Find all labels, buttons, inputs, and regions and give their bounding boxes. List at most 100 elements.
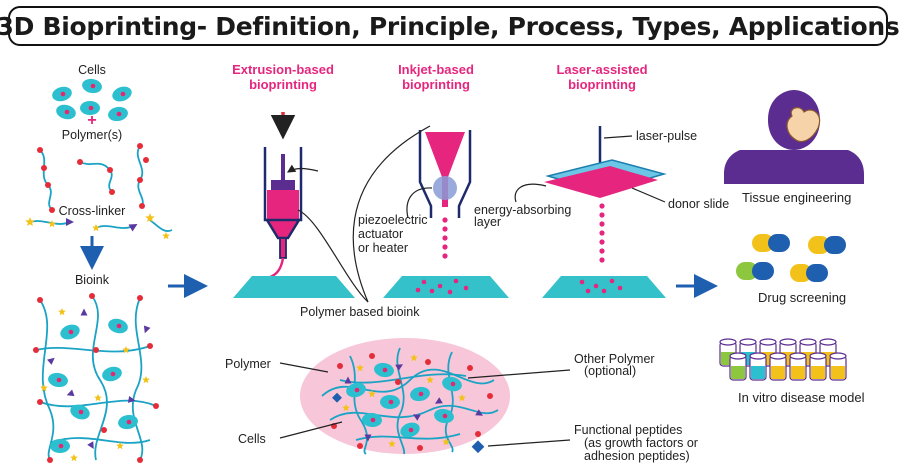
plus-sign: +: [87, 112, 96, 129]
inkjet-printer: piezoelectric actuator or heater: [358, 130, 509, 298]
inkjet-title: Inkjet-based: [398, 62, 474, 77]
bioink-network: [33, 293, 159, 463]
peptide-triangle: [395, 364, 404, 371]
crosslinker-star: [368, 390, 376, 398]
capsule-half: [808, 236, 830, 254]
polymer-node: [137, 295, 143, 301]
deposited-droplet: [463, 285, 469, 291]
deposited-droplet: [617, 285, 623, 291]
peptide-triangle: [66, 218, 74, 226]
polymer-node: [395, 379, 401, 385]
deposited-droplet: [593, 283, 599, 289]
polymer-node: [143, 157, 149, 163]
drug-screening: Drug screening: [736, 234, 846, 305]
cell-nucleus: [354, 387, 360, 393]
cell-nucleus: [68, 329, 74, 335]
laser-droplets: [599, 203, 605, 263]
inkjet-droplets: [442, 217, 448, 259]
polymer-node: [337, 363, 343, 369]
polymer-strands: [37, 143, 149, 213]
disease-model: In vitro disease model: [719, 338, 865, 405]
peptides-label: Functional peptides: [574, 423, 682, 437]
droplet: [442, 253, 448, 259]
crosslinker-star: [94, 394, 102, 402]
detail-cells-label: Cells: [238, 432, 266, 446]
polymer-node: [475, 431, 481, 437]
polymer-strand: [35, 345, 151, 353]
cell-nucleus: [450, 381, 456, 387]
polymer-node: [45, 182, 51, 188]
droplet: [442, 226, 448, 232]
peptide-triangle: [143, 325, 151, 334]
vial-liquid: [791, 366, 805, 379]
polymer-strand: [349, 355, 368, 455]
piston: [271, 180, 295, 192]
cell-nucleus: [58, 443, 64, 449]
heart-icon: [786, 107, 821, 143]
polymer-strand: [136, 145, 144, 207]
laser-title: Laser-assisted: [556, 62, 647, 77]
crosslinker-star: [142, 376, 150, 384]
inkjet-plate: [383, 276, 509, 298]
peptide-triangle: [87, 441, 94, 450]
crosslinker-label: Cross-linker: [59, 204, 126, 218]
deposited-droplet: [579, 279, 585, 285]
crosslinker-star: [410, 354, 418, 362]
polymer-node: [37, 297, 43, 303]
polymer-node: [89, 293, 95, 299]
laser-plate: [542, 276, 666, 298]
polymer-strand: [91, 295, 108, 461]
detail-polymer-label: Polymer: [225, 357, 271, 371]
laser-printer: laser-pulse energy-absorbing layer donor…: [474, 126, 729, 298]
peptides-label-3: adhesion peptides): [584, 449, 690, 463]
polymers-label: Polymer(s): [62, 128, 122, 142]
polymer-bioink-label: Polymer based bioink: [300, 305, 420, 319]
crosslinker-star: [58, 308, 66, 316]
droplet: [442, 244, 448, 250]
polymer-node: [37, 399, 43, 405]
capsule-half: [768, 234, 790, 252]
cell-nucleus: [126, 419, 132, 425]
polymer-node: [137, 177, 143, 183]
inkjet-title-2: bioprinting: [402, 77, 470, 92]
vial-cap: [809, 352, 827, 360]
donor-slide-label: donor slide: [668, 197, 729, 211]
polymer-strand: [131, 297, 144, 461]
bioink-reservoir: [267, 190, 299, 219]
cell-cluster: [52, 78, 132, 122]
crosslinker-strands: [25, 213, 173, 240]
laser-title-2: bioprinting: [568, 77, 636, 92]
capsule-half: [790, 264, 812, 282]
vial-cap: [829, 352, 847, 360]
peptide-triangle: [364, 434, 372, 442]
bioink-detail: Polymer Cells Other Polymer (optional) F…: [225, 338, 698, 463]
extrusion-plate: [233, 276, 355, 298]
peptide-triangle: [80, 308, 88, 316]
droplet: [442, 235, 448, 241]
vial-cap: [789, 352, 807, 360]
peptide-triangle: [47, 357, 55, 365]
droplet: [599, 257, 605, 263]
tissue-label: Tissue engineering: [742, 190, 851, 205]
deposited-droplet: [609, 278, 615, 284]
polymer-node: [41, 165, 47, 171]
polymer-node: [101, 427, 107, 433]
extrusion-title: Extrusion-based: [232, 62, 334, 77]
peptide-triangle: [66, 389, 75, 397]
peptide-diamond: [332, 392, 342, 403]
droplet: [599, 203, 605, 209]
crosslinker-star: [426, 376, 434, 384]
crosslinker-star: [442, 438, 450, 446]
crosslinker-star: [342, 404, 350, 412]
polymer-node: [107, 167, 113, 173]
vial-cap: [799, 338, 817, 346]
deposited-droplet: [585, 288, 591, 294]
energy-layer-label: energy-absorbing: [474, 203, 571, 217]
droplet: [442, 217, 448, 223]
energy-absorbing-layer: [544, 166, 658, 198]
vial-liquid: [751, 366, 765, 379]
crosslinker-star: [70, 454, 78, 462]
polymer-strand: [39, 299, 55, 461]
cell-nucleus: [110, 371, 116, 377]
other-polymer-label: Other Polymer: [574, 352, 655, 366]
